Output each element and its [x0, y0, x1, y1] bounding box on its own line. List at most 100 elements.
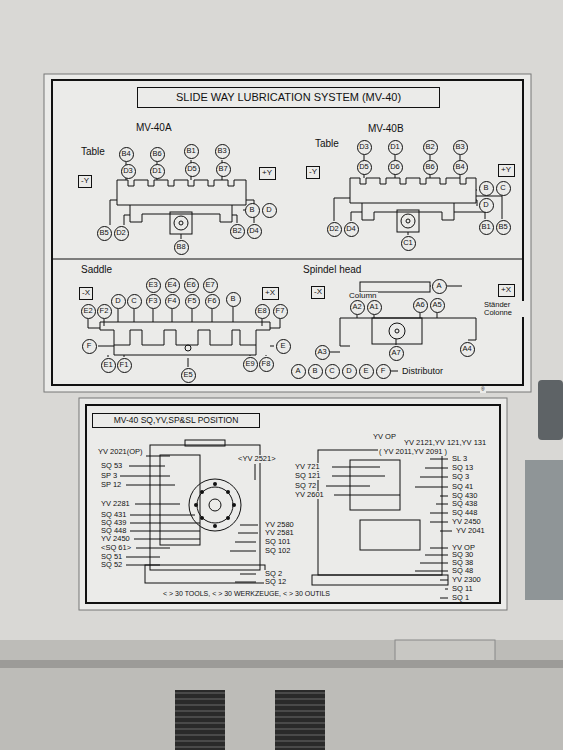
callout-circle: F5 — [185, 294, 200, 309]
part-label: < > 30 TOOLS, < > 30 WERKZEUGE, < > 30 O… — [162, 590, 331, 597]
part-label: SQ 51 — [100, 553, 123, 561]
callout-number: D1 — [152, 167, 162, 175]
callout-number: +X — [501, 286, 511, 294]
callout-circle: D — [111, 294, 126, 309]
callout-number: A — [436, 282, 441, 290]
callout-circle: F1 — [117, 358, 132, 373]
callout-number: F6 — [208, 297, 217, 305]
part-label: SL 3 — [451, 455, 468, 463]
callout-number: D4 — [249, 227, 259, 235]
callout-number: E8 — [257, 307, 266, 315]
callout-number: A3 — [317, 348, 326, 356]
part-label: Column — [348, 292, 378, 300]
callout-number: A — [295, 367, 300, 375]
callout-circle: F4 — [165, 294, 180, 309]
part-label: SQ 13 — [451, 464, 474, 472]
callout-circle: D — [262, 203, 277, 218]
callout-circle: D1 — [150, 164, 165, 179]
part-label: YV OP — [372, 433, 397, 441]
callout-circle: B — [245, 203, 260, 218]
callout-number: F7 — [276, 307, 285, 315]
part-label: Table — [314, 139, 340, 150]
axis-box: +X — [262, 287, 279, 300]
callout-circle: E7 — [203, 278, 218, 293]
callout-number: E2 — [83, 307, 92, 315]
callout-circle: E1 — [101, 358, 116, 373]
callout-number: F8 — [262, 360, 271, 368]
callout-number: F5 — [188, 297, 197, 305]
callout-circle: A5 — [430, 298, 445, 313]
part-label: SP 3 — [100, 472, 118, 480]
part-label: SQ 1 — [451, 594, 470, 602]
callout-number: E — [280, 342, 285, 350]
callout-number: A7 — [391, 349, 400, 357]
callout-number: B1 — [186, 147, 195, 155]
title-box: MV-40 SQ,YV,SP&SL POSITION — [92, 413, 260, 428]
part-label: SQ 102 — [264, 547, 291, 555]
callout-circle: B — [479, 181, 494, 196]
callout-circle: B7 — [216, 162, 231, 177]
callout-number: B8 — [176, 243, 185, 251]
callout-circle: E — [276, 339, 291, 354]
callout-number: D1 — [390, 143, 400, 151]
callout-circle: E6 — [184, 278, 199, 293]
part-label: SQ 52 — [100, 561, 123, 569]
part-label: SQ 12 — [264, 578, 287, 586]
callout-number: E9 — [245, 360, 254, 368]
part-label: YV 2580 — [264, 521, 295, 529]
callout-number: A6 — [415, 301, 424, 309]
part-label: YV 2041 — [455, 527, 486, 535]
callout-number: F4 — [168, 297, 177, 305]
part-label: SQ 30 — [451, 551, 474, 559]
callout-number: D — [483, 201, 488, 209]
title-text: MV-40 SQ,YV,SP&SL POSITION — [114, 416, 239, 425]
callout-number: B1 — [481, 223, 490, 231]
callout-number: D4 — [346, 225, 356, 233]
callout-circle: F6 — [205, 294, 220, 309]
callout-number: B3 — [455, 143, 464, 151]
callout-number: F1 — [120, 361, 129, 369]
part-label: SQ 439 — [100, 519, 127, 527]
callout-number: B6 — [425, 163, 434, 171]
part-label: Table — [80, 147, 106, 158]
callout-number: B3 — [217, 147, 226, 155]
callout-circle: E4 — [165, 278, 180, 293]
callout-circle: D — [342, 364, 357, 379]
axis-box: -Y — [306, 166, 320, 179]
part-label: <SQ 61> — [100, 544, 132, 552]
part-label: YV 2601 — [294, 491, 325, 499]
part-label: YV 2281 — [100, 500, 131, 508]
part-label: SQ 448 — [100, 527, 127, 535]
part-label: YV 2450 — [451, 518, 482, 526]
callout-circle: B8 — [174, 240, 189, 255]
callout-circle: B5 — [496, 220, 511, 235]
callout-number: D2 — [116, 229, 126, 237]
callout-circle: E5 — [181, 368, 196, 383]
callout-circle: B4 — [453, 160, 468, 175]
callout-number: F — [381, 367, 386, 375]
callout-number: B2 — [232, 227, 241, 235]
callout-circle: D2 — [114, 226, 129, 241]
callout-number: D6 — [390, 163, 400, 171]
callout-circle: F — [376, 364, 391, 379]
callout-number: E4 — [167, 281, 176, 289]
callout-circle: F7 — [273, 304, 288, 319]
callout-number: B — [230, 295, 235, 303]
callout-number: C — [131, 297, 136, 305]
part-label: SQ 431 — [100, 511, 127, 519]
callout-circle: D3 — [357, 140, 372, 155]
part-label: SQ 430 — [451, 492, 478, 500]
callout-number: A2 — [352, 303, 361, 311]
axis-box: -X — [79, 287, 93, 300]
part-label: SQ 38 — [451, 559, 474, 567]
callout-circle: E8 — [255, 304, 270, 319]
callout-circle: B1 — [184, 144, 199, 159]
callout-number: B — [249, 206, 254, 214]
callout-circle: E9 — [243, 357, 258, 372]
callout-circle: A — [291, 364, 306, 379]
callout-number: C — [329, 367, 334, 375]
callout-number: B5 — [99, 229, 108, 237]
part-label: SQ 101 — [264, 538, 291, 546]
callout-circle: D5 — [357, 160, 372, 175]
